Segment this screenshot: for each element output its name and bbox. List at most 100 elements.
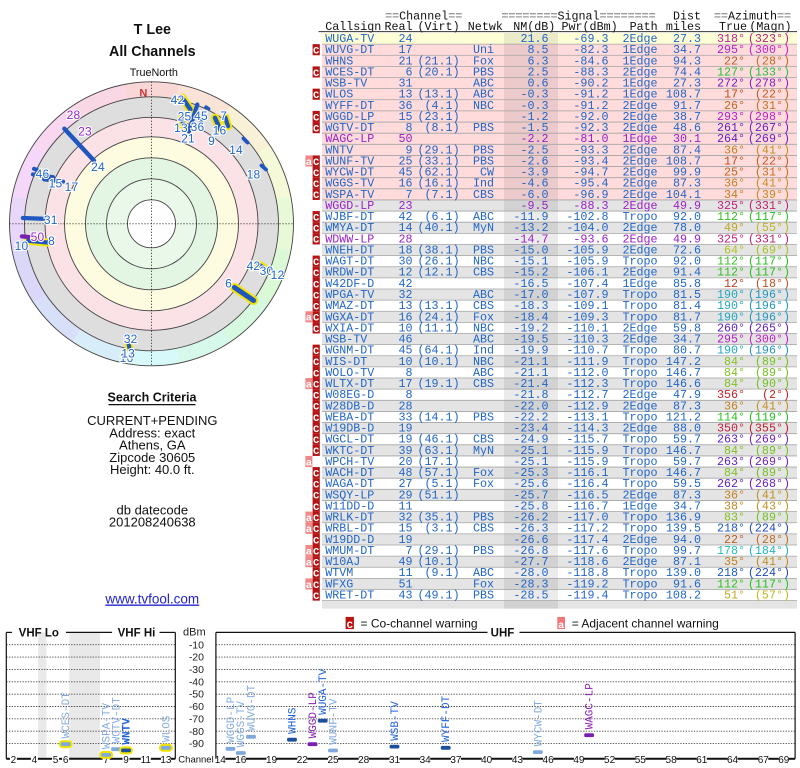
svg-text:WYFF-DT: WYFF-DT [441,695,453,742]
svg-text:114°: 114° [717,410,745,424]
svg-text:WUVG-DT: WUVG-DT [246,684,258,731]
svg-text:13: 13 [121,347,135,361]
svg-text:a: a [306,513,313,525]
svg-text:(196°): (196°) [748,344,790,358]
svg-text:-81.0: -81.0 [573,132,608,146]
svg-text:8: 8 [405,121,412,135]
svg-text:11: 11 [398,499,412,513]
svg-text:WGCL-DT: WGCL-DT [325,433,374,447]
svg-text:a: a [306,558,313,570]
svg-text:6: 6 [405,65,412,79]
svg-text:Fox: Fox [473,477,494,491]
svg-text:(298°): (298°) [748,110,790,124]
svg-text:WGGD-LP: WGGD-LP [325,199,374,213]
svg-text:(38.1): (38.1) [418,243,460,257]
svg-text:2Edge: 2Edge [623,188,658,202]
svg-text:-28.3: -28.3 [513,577,548,591]
svg-text:2Edge: 2Edge [623,321,658,335]
svg-text:-112.7: -112.7 [566,388,608,402]
svg-text:-20: -20 [189,652,204,664]
svg-text:(39°): (39°) [755,188,790,202]
svg-text:WNTV: WNTV [121,718,133,745]
svg-text:-118.8: -118.8 [566,566,608,580]
svg-text:38°: 38° [724,499,745,513]
svg-text:34.7: 34.7 [673,499,701,513]
svg-text:CW: CW [473,166,495,180]
svg-text:WPGA-TV: WPGA-TV [325,288,374,302]
svg-text:(31°): (31°) [755,166,790,180]
svg-text:112°: 112° [717,577,745,591]
svg-text:99.9: 99.9 [673,166,701,180]
svg-text:C: C [313,357,320,369]
svg-text:-104.0: -104.0 [566,221,608,235]
svg-text:(117°): (117°) [748,210,790,224]
svg-text:WGGD-LP: WGGD-LP [308,692,320,739]
svg-text:-116.5: -116.5 [566,488,608,502]
svg-text:(117°): (117°) [748,255,790,269]
svg-text:(33.1): (33.1) [418,154,460,168]
svg-text:PBS: PBS [473,511,494,525]
svg-text:16: 16 [120,351,134,365]
svg-text:-19.9: -19.9 [513,344,548,358]
svg-text:1Edge: 1Edge [623,54,658,68]
svg-text:-102.8: -102.8 [566,210,608,224]
svg-text:= Co-channel warning: = Co-channel warning [361,617,478,631]
svg-text:(224°): (224°) [748,566,790,580]
svg-text:WYCW-DT: WYCW-DT [325,166,374,180]
svg-text:C: C [313,435,320,447]
svg-text:-21.8: -21.8 [513,388,548,402]
svg-text:C: C [313,346,320,358]
svg-text:72.6: 72.6 [673,243,701,257]
svg-text:W42DF-D: W42DF-D [325,277,374,291]
svg-text:WSB-TV: WSB-TV [325,77,367,91]
svg-text:263°: 263° [717,455,745,469]
svg-text:-26.3: -26.3 [513,522,548,536]
svg-text:WJBF-DT: WJBF-DT [325,210,374,224]
svg-text:87.3: 87.3 [673,399,701,413]
svg-text:C: C [313,491,320,503]
svg-text:59.8: 59.8 [673,321,701,335]
svg-text:PBS: PBS [473,154,494,168]
svg-text:C: C [313,90,320,102]
svg-text:W10AJ: W10AJ [325,555,360,569]
svg-text:2Edge: 2Edge [623,110,658,124]
svg-text:WHNS: WHNS [325,54,353,68]
svg-text:-23.4: -23.4 [513,422,548,436]
svg-text:ABC: ABC [473,333,494,347]
svg-text:112°: 112° [717,255,745,269]
svg-text:80.7: 80.7 [673,344,701,358]
svg-text:-82.3: -82.3 [573,43,608,57]
svg-text:C: C [313,368,320,380]
svg-text:46: 46 [398,333,412,347]
svg-text:Fox: Fox [473,577,494,591]
svg-text:1Edge: 1Edge [623,277,658,291]
svg-text:(22°): (22°) [755,154,790,168]
svg-text:-2.5: -2.5 [520,143,548,157]
svg-text:(41°): (41°) [755,555,790,569]
svg-text:WUVG-DT: WUVG-DT [325,43,374,57]
svg-text:(10.1): (10.1) [418,355,460,369]
svg-text:(24.1): (24.1) [418,310,460,324]
svg-text:27.3: 27.3 [673,77,701,91]
svg-text:-10: -10 [189,639,204,651]
svg-text:30: 30 [398,255,412,269]
svg-text:2Edge: 2Edge [623,177,658,191]
svg-text:136.9: 136.9 [666,511,701,525]
svg-text:(41°): (41°) [755,143,790,157]
svg-text:2Edge: 2Edge [623,221,658,235]
svg-text:-112.9: -112.9 [566,399,608,413]
svg-text:49: 49 [398,555,412,569]
svg-text:WTVM: WTVM [325,566,353,580]
svg-text:Path: Path [630,20,658,34]
svg-text:17°: 17° [724,88,745,102]
svg-text:(41°): (41°) [755,488,790,502]
svg-text:36: 36 [398,99,412,113]
svg-text:WYFF-DT: WYFF-DT [325,99,374,113]
svg-text:43: 43 [512,755,524,766]
svg-text:NBC: NBC [473,99,494,113]
svg-text:261°: 261° [717,121,745,135]
svg-text:ABC: ABC [473,366,494,380]
svg-text:84°: 84° [724,377,745,391]
svg-text:WPCH-TV: WPCH-TV [325,455,374,469]
svg-text:(331°): (331°) [748,232,790,246]
